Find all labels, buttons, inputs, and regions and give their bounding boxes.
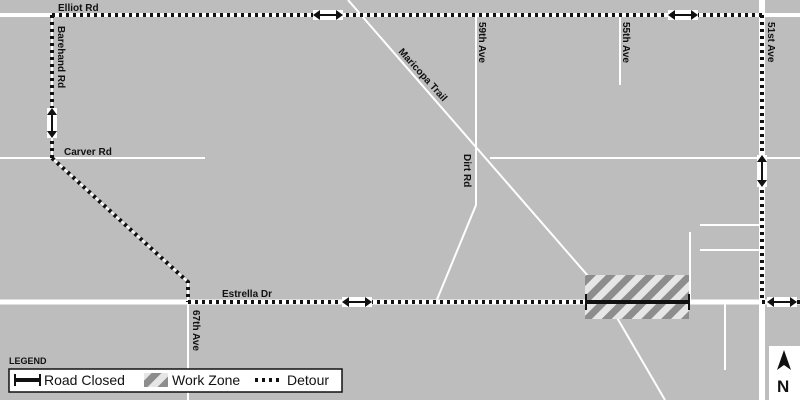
legend-road-closed-label: Road Closed xyxy=(44,372,125,388)
double-arrow-icon xyxy=(313,10,343,20)
label-elliot-rd: Elliot Rd xyxy=(58,3,99,14)
double-arrow-icon xyxy=(668,10,698,20)
legend-road-closed-symbol xyxy=(14,374,41,386)
legend-detour-label: Detour xyxy=(287,372,329,388)
label-59th-ave: 59th Ave xyxy=(476,22,487,63)
double-arrow-icon xyxy=(342,297,372,307)
legend-work-zone-symbol xyxy=(144,373,168,387)
north-label: N xyxy=(777,377,789,396)
label-67th-ave: 67th Ave xyxy=(190,310,201,351)
north-indicator: N xyxy=(769,346,800,400)
road-dirt xyxy=(435,185,477,303)
legend-title: LEGEND xyxy=(9,356,47,366)
label-barehand-rd: Barehand Rd xyxy=(55,26,66,88)
work-zone xyxy=(585,275,689,319)
double-arrows xyxy=(47,10,797,307)
double-arrow-icon xyxy=(767,297,797,307)
legend: LEGEND Road Closed Work Zone Detour xyxy=(8,356,343,393)
label-dirt-rd: Dirt Rd xyxy=(461,154,472,187)
road-closed-segment xyxy=(585,294,690,310)
double-arrow-icon xyxy=(757,155,767,187)
legend-box xyxy=(8,368,343,393)
label-51st-ave: 51st Ave xyxy=(765,22,776,63)
label-55th-ave: 55th Ave xyxy=(620,22,631,63)
label-carver-rd: Carver Rd xyxy=(64,147,112,158)
double-arrow-icon xyxy=(47,108,57,138)
north-arrow-icon xyxy=(777,350,791,370)
label-estrella-dr: Estrella Dr xyxy=(222,289,272,300)
legend-work-zone-label: Work Zone xyxy=(172,372,240,388)
